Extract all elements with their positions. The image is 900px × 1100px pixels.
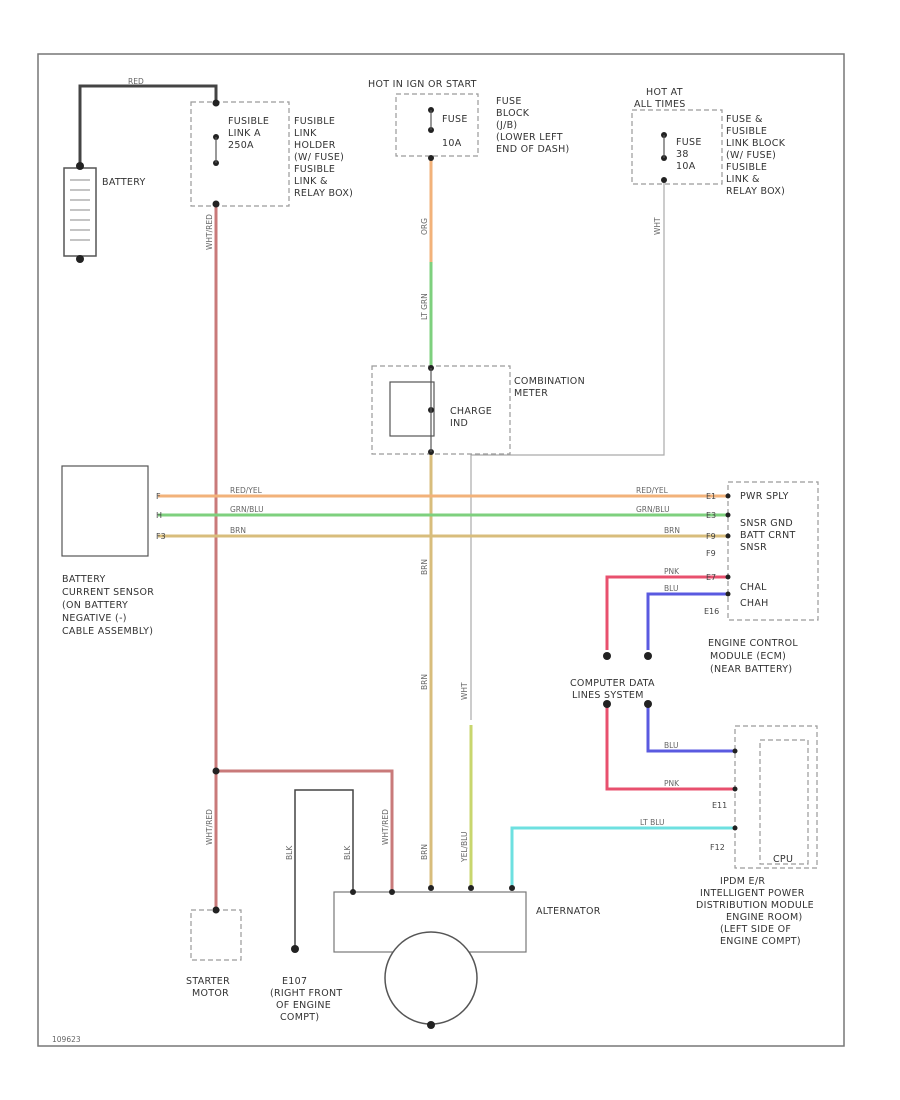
can-l-wire-ecm — [646, 592, 728, 650]
wire-label-yel-blu: YEL/BLU — [460, 832, 469, 863]
svg-text:CPU: CPU — [773, 854, 793, 865]
battery-cable — [78, 84, 218, 168]
wire-label-wht-top: WHT — [653, 217, 662, 235]
diagram-frame — [37, 53, 845, 1047]
wire-label-brn-2: BRN — [420, 674, 429, 690]
alternator-ground-wire — [294, 789, 354, 946]
wire-label-grn-blu-right: GRN/BLU — [636, 505, 670, 514]
junction-dot — [212, 767, 220, 775]
wire-label-wht-red-top: WHT/RED — [205, 214, 214, 250]
wire-label-brn-3: BRN — [420, 844, 429, 860]
svg-text:F9: F9 — [706, 532, 716, 541]
wire-label-blk-1: BLK — [285, 845, 294, 860]
wire-label-lt-grn: LT GRN — [420, 293, 429, 320]
wire-label-wht-mid: WHT — [460, 682, 469, 700]
wire-label-wht-red-bottom: WHT/RED — [205, 809, 214, 845]
svg-text:CHAH: CHAH — [740, 598, 769, 609]
svg-text:E3: E3 — [706, 511, 716, 520]
svg-text:BATTERY: BATTERY — [102, 177, 146, 188]
wire-label-blk-2: BLK — [343, 845, 352, 860]
svg-text:F: F — [156, 492, 161, 501]
alternator-b-wire — [216, 769, 394, 896]
alternator-c-wire — [510, 826, 735, 888]
svg-text:CHAL: CHAL — [740, 582, 767, 593]
can-h-wire-ecm — [605, 575, 728, 650]
wire-label-lt-blu: LT BLU — [640, 818, 665, 827]
wire-label-brn-left: BRN — [230, 526, 246, 535]
svg-text:F9: F9 — [706, 549, 716, 558]
wire-label-pnk-bottom: PNK — [664, 779, 680, 788]
svg-text:ALTERNATOR: ALTERNATOR — [536, 906, 601, 917]
svg-text:E7: E7 — [706, 573, 716, 582]
wire-label-red-yel-left: RED/YEL — [230, 486, 263, 495]
battery: BATTERY — [63, 162, 146, 263]
wire-label-grn-blu-left: GRN/BLU — [230, 505, 264, 514]
svg-text:H: H — [156, 511, 162, 520]
sense-wire-gray — [470, 180, 665, 720]
wire-label-pnk-top: PNK — [664, 567, 680, 576]
wire-label-red-yel-right: RED/YEL — [636, 486, 669, 495]
wire-label-brn-right: BRN — [664, 526, 680, 535]
wire-label-battery: RED — [128, 77, 144, 86]
svg-text:E11: E11 — [712, 801, 727, 810]
svg-text:F12: F12 — [710, 843, 725, 852]
can-h-wire-ipdm — [605, 705, 735, 791]
wire-label-org: ORG — [420, 218, 429, 235]
svg-text:F3: F3 — [156, 532, 166, 541]
svg-text:E1: E1 — [706, 492, 716, 501]
svg-text:E16: E16 — [704, 607, 719, 616]
svg-text:HOT IN IGN OR START: HOT IN IGN OR START — [368, 79, 477, 90]
wire-label-brn-1: BRN — [420, 559, 429, 575]
wire-label-blu-bottom: BLU — [664, 741, 678, 750]
wire-label-wht-red-alt: WHT/RED — [381, 809, 390, 845]
wire-label-blu-top: BLU — [664, 584, 678, 593]
can-l-wire-ipdm — [646, 705, 735, 753]
diagram-code: 109623 — [52, 1035, 81, 1044]
alternator: ALTERNATOR — [333, 885, 601, 1029]
svg-text:PWR SPLY: PWR SPLY — [740, 491, 789, 502]
